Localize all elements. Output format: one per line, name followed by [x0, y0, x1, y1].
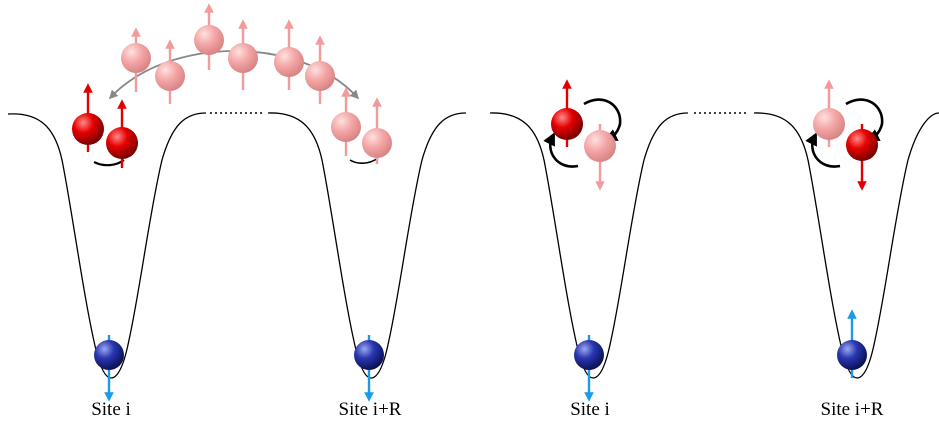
well-curve-left-1: [7, 112, 207, 379]
electron-faded: [331, 87, 361, 156]
electron-faded-spin-down: [584, 124, 616, 191]
electron-spin-up: [106, 99, 138, 168]
electron-spin-up: [551, 79, 583, 147]
core-electron-spin-down: [94, 335, 124, 402]
well-curve-right-2: [753, 112, 939, 379]
electron-spin-up: [72, 83, 104, 152]
site-label-left-i-plus-r: Site i+R: [338, 399, 402, 420]
well-curve-left-2: [267, 112, 467, 379]
exchange-arrows-right: [805, 98, 884, 168]
site-label-right-i-plus-r: Site i+R: [820, 399, 884, 420]
right-panel: [489, 79, 939, 402]
electron-faded: [121, 27, 151, 92]
electron-faded: [274, 19, 304, 90]
core-electron-spin-down: [354, 335, 384, 402]
site-label-right-i: Site i: [570, 399, 610, 420]
site-label-left-i: Site i: [91, 399, 131, 420]
hop-tick-left-2: [349, 157, 379, 164]
electron-faded: [305, 35, 335, 104]
electron-faded: [228, 19, 258, 90]
electron-faded: [362, 97, 392, 164]
well-curve-right-1: [489, 112, 689, 379]
electron-faded-spin-up: [813, 79, 845, 147]
faded-electrons-hopping: [121, 3, 392, 164]
electron-faded: [155, 39, 185, 104]
electron-spin-down: [846, 124, 878, 191]
electron-faded: [194, 3, 224, 70]
exchange-arrows-left: [543, 98, 622, 168]
core-electron-spin-up: [837, 309, 867, 378]
left-panel: [7, 3, 467, 402]
core-electron-spin-down: [574, 335, 604, 402]
